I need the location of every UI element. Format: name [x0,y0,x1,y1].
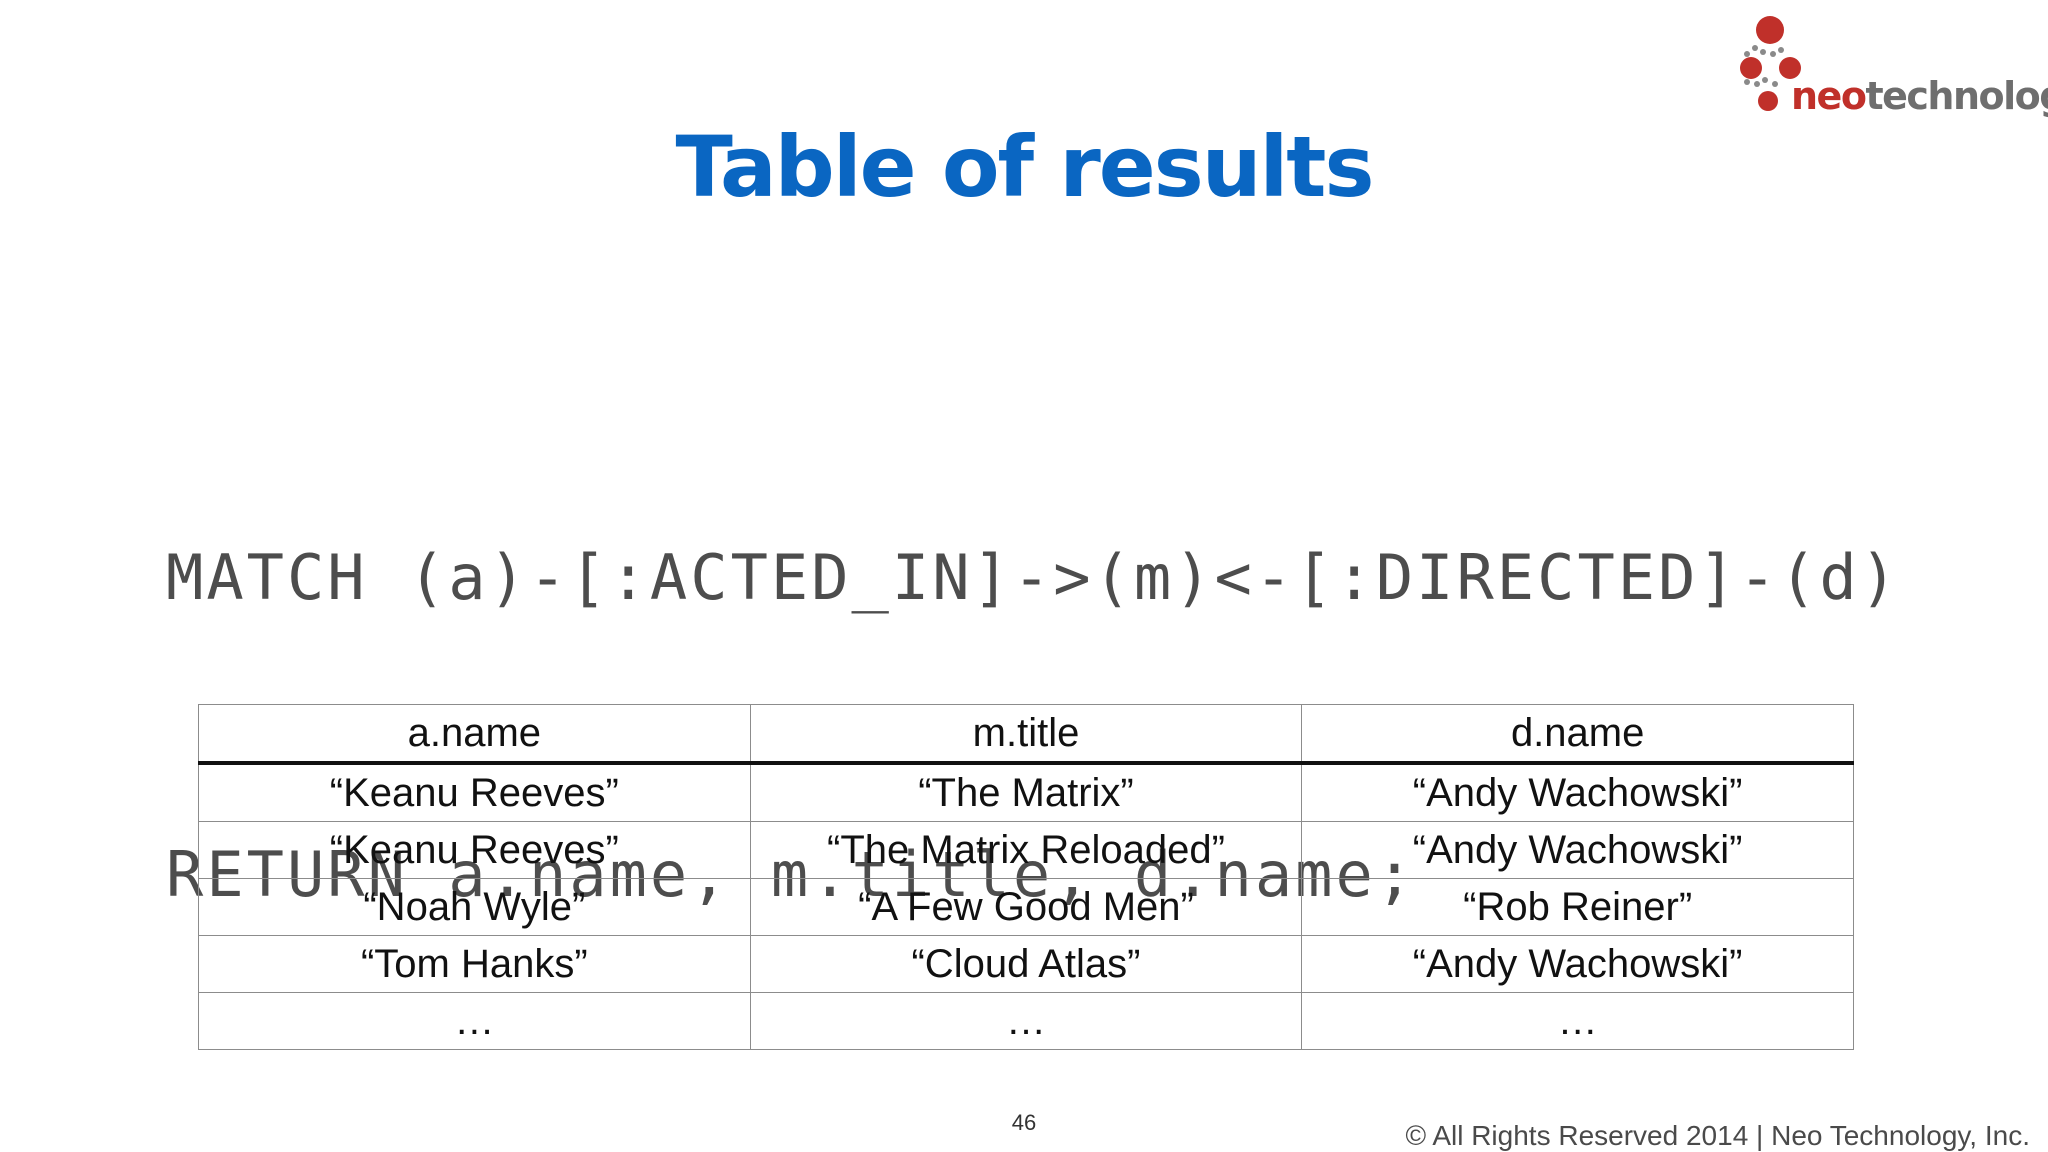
logo-word-neo: neo [1791,74,1867,118]
table-cell: “Andy Wachowski” [1301,935,1854,993]
table-cell: “The Matrix” [749,762,1303,822]
table-cell: “Andy Wachowski” [1301,762,1854,822]
slide-title: Table of results [675,118,1375,216]
results-table: a.name m.title d.name “Keanu Reeves” “Th… [198,704,1854,1050]
table-cell: “Cloud Atlas” [749,935,1303,993]
table-row: “Tom Hanks” “Cloud Atlas” “Andy Wachowsk… [198,935,1854,993]
table-cell: … [198,992,751,1050]
column-header-d-name: d.name [1301,704,1854,765]
table-row: “Keanu Reeves” “The Matrix” “Andy Wachow… [198,762,1854,822]
logo-wordmark: neotechnology [1791,74,2048,118]
table-cell: “Noah Wyle” [198,878,751,936]
copyright-notice: © All Rights Reserved 2014 | Neo Technol… [1405,1120,2030,1151]
column-header-a-name: a.name [198,704,751,765]
table-cell: … [749,992,1303,1050]
code-line-match: MATCH (a)-[:ACTED_IN]->(m)<-[:DIRECTED]-… [166,541,1901,614]
neo-logo-dots-icon [1740,16,1801,111]
table-cell: “Andy Wachowski” [1301,821,1854,879]
table-row: “Noah Wyle” “A Few Good Men” “Rob Reiner… [198,878,1854,936]
table-cell: “Tom Hanks” [198,935,751,993]
column-header-m-title: m.title [749,704,1303,765]
logo-word-technology: technology [1865,74,2048,118]
table-cell: “Keanu Reeves” [198,762,751,822]
table-header-row: a.name m.title d.name [198,704,1854,765]
neo-technology-logo: neotechnology [1735,14,2048,124]
table-cell: “The Matrix Reloaded” [749,821,1303,879]
table-cell: “A Few Good Men” [749,878,1303,936]
table-cell: “Rob Reiner” [1301,878,1854,936]
table-cell: “Keanu Reeves” [198,821,751,879]
page-number: 46 [1011,1110,1037,1135]
table-row: “Keanu Reeves” “The Matrix Reloaded” “An… [198,821,1854,879]
table-cell: … [1301,992,1854,1050]
table-row: … … … [198,992,1854,1050]
